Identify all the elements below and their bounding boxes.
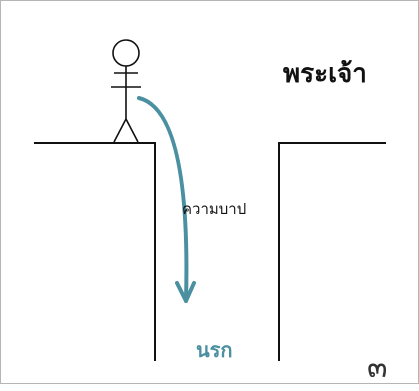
chasm-diagram — [34, 39, 386, 361]
left-cliff — [34, 142, 156, 361]
stick-figure-icon — [111, 39, 141, 143]
hell-label: นรก — [196, 338, 233, 362]
curved-down-arrow-icon — [137, 96, 196, 303]
page-number: ๓ — [367, 350, 388, 385]
right-cliff — [278, 142, 386, 361]
sin-label: ความบาป — [182, 200, 247, 218]
god-label: พระเจ้า — [283, 59, 367, 89]
